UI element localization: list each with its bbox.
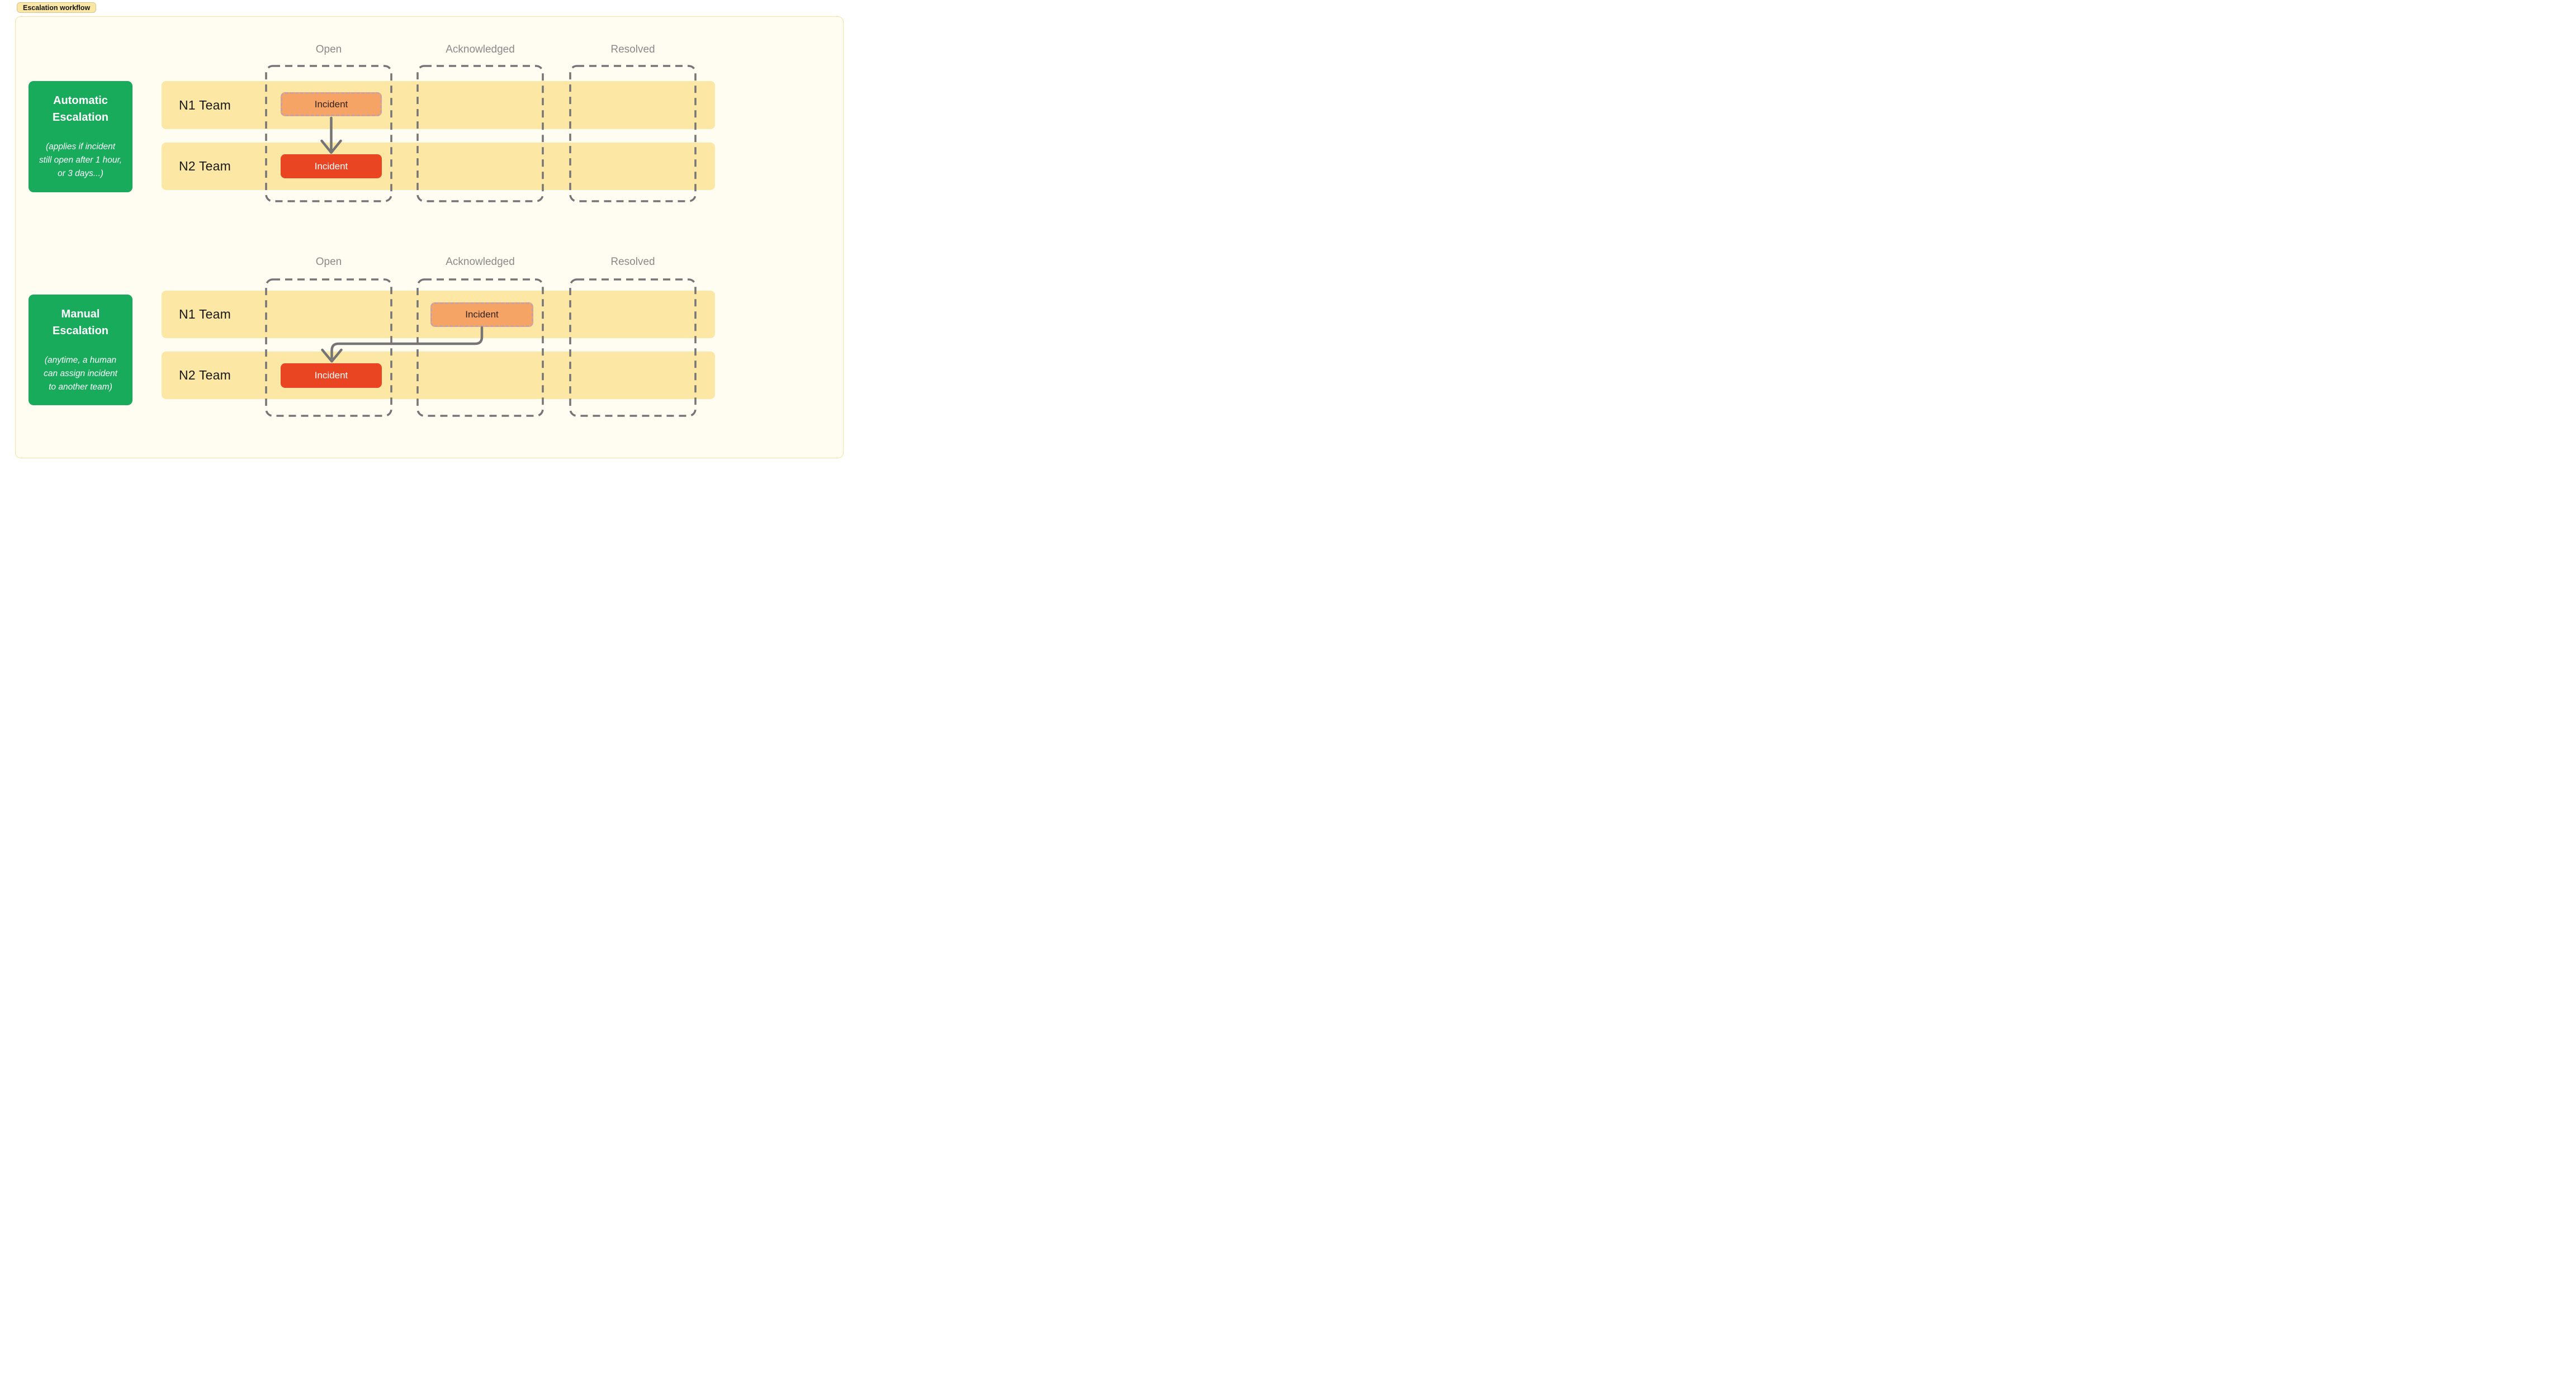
diagram-canvas: Open Acknowledged Resolved N1 Team N2 Te… xyxy=(15,16,844,458)
section2-lane-n2-label: N2 Team xyxy=(179,368,231,382)
section1-column-header-resolved: Resolved xyxy=(610,44,655,55)
section1-lane-n1-label: N1 Team xyxy=(179,97,231,112)
diagram-title-badge: Escalation workflow xyxy=(17,2,97,13)
section2-lane-n2: N2 Team xyxy=(162,352,715,399)
section2-panel-note: (anytime, a human can assign incident to… xyxy=(44,355,117,392)
section1-incident-active: Incident xyxy=(281,154,382,178)
section1-incident-pending-label: Incident xyxy=(314,98,348,110)
section2-side-panel: Manual Escalation (anytime, a human can … xyxy=(29,295,132,405)
section2-column-header-resolved: Resolved xyxy=(610,256,655,268)
section2-incident-pending-label: Incident xyxy=(465,309,499,320)
section1-lane-n2-label: N2 Team xyxy=(179,159,231,173)
section2-lane-n1-label: N1 Team xyxy=(179,307,231,321)
section1-side-panel: Automatic Escalation (applies if inciden… xyxy=(29,81,132,192)
section2-incident-active: Incident xyxy=(281,363,382,388)
section1-panel-title: Automatic Escalation xyxy=(52,94,109,124)
section2-incident-active-label: Incident xyxy=(314,370,348,381)
section1-lane-n2: N2 Team xyxy=(162,143,715,190)
section2-incident-pending: Incident xyxy=(430,302,533,327)
section2-column-header-acknowledged: Acknowledged xyxy=(446,256,515,268)
section2-panel-title: Manual Escalation xyxy=(52,308,109,337)
section1-column-header-open: Open xyxy=(315,44,342,55)
escalation-workflow-diagram: Escalation workflow Open Acknowledged Re… xyxy=(0,0,859,465)
section1-incident-pending: Incident xyxy=(281,92,382,116)
section1-lane-n1: N1 Team xyxy=(162,81,715,129)
section2-column-header-open: Open xyxy=(315,256,342,268)
section1-panel-note: (applies if incident still open after 1 … xyxy=(39,142,122,178)
section1-incident-active-label: Incident xyxy=(314,160,348,172)
section1-column-header-acknowledged: Acknowledged xyxy=(446,44,515,55)
